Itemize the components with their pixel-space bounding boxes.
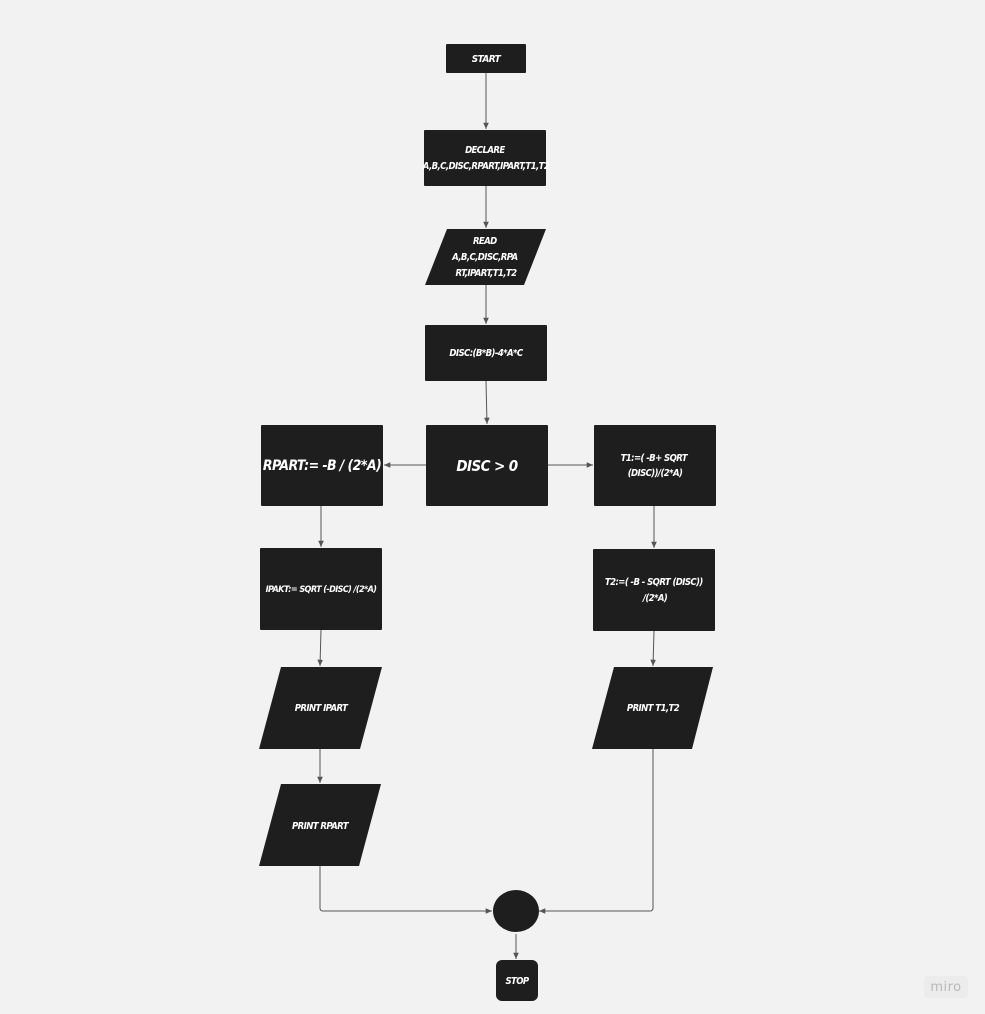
node-t1[interactable]: T1:=( -B+ SQRT (DISC))/(2*A) bbox=[594, 425, 716, 506]
node-start-line-1: START bbox=[472, 54, 502, 65]
edge-t2-printt1t2 bbox=[650, 630, 656, 667]
node-rpart[interactable]: RPART:= -B / (2*A) bbox=[261, 425, 383, 506]
edges bbox=[317, 73, 657, 959]
node-ipart-line-1: IPAKT:= SQRT (-DISC) /(2*A) bbox=[266, 585, 377, 595]
node-print-ipart[interactable]: PRINT IPART bbox=[259, 667, 382, 749]
miro-watermark-text: miro bbox=[930, 979, 962, 995]
node-t1-line-2: (DISC))/(2*A) bbox=[628, 468, 683, 479]
node-declare[interactable]: DECLARE A,B,C,DISC,RPART,IPART,T1,T2 bbox=[422, 130, 550, 186]
node-stop-line-1: STOP bbox=[505, 976, 529, 987]
node-read[interactable]: READ A,B,C,DISC,RPA RT,IPART,T1,T2 bbox=[425, 229, 546, 285]
node-t2-line-2: /(2*A) bbox=[642, 593, 668, 604]
svg-text:RPART:= -B / (2*A): RPART:= -B / (2*A) bbox=[263, 458, 381, 474]
svg-text:START: START bbox=[472, 54, 502, 65]
svg-text:IPAKT:= SQRT (-DISC) /(2*A): IPAKT:= SQRT (-DISC) /(2*A) bbox=[266, 585, 377, 595]
svg-text:PRINT T1,T2: PRINT T1,T2 bbox=[627, 703, 680, 714]
svg-text:DISC > 0: DISC > 0 bbox=[456, 457, 517, 475]
edge-printrpart-connector bbox=[319, 866, 492, 914]
node-declare-line-1: DECLARE bbox=[465, 145, 505, 156]
node-decision-line-1: DISC > 0 bbox=[456, 457, 517, 475]
node-t1-line-1: T1:=( -B+ SQRT bbox=[621, 453, 689, 464]
node-print-rpart[interactable]: PRINT RPART bbox=[259, 784, 381, 866]
node-print-t1t2-line-1: PRINT T1,T2 bbox=[627, 703, 680, 714]
node-t2[interactable]: T2:=( -B - SQRT (DISC)) /(2*A) bbox=[593, 549, 715, 631]
node-t2-line-1: T2:=( -B - SQRT (DISC)) bbox=[605, 577, 703, 588]
node-disc-calc-line-1: DISC:(B*B)-4*A*C bbox=[449, 348, 523, 359]
svg-text:PRINT RPART: PRINT RPART bbox=[292, 821, 350, 832]
edge-ipart-printipart bbox=[317, 629, 323, 667]
node-read-line-1: READ bbox=[473, 236, 497, 247]
svg-text:T2:=( -B - SQRT (DISC)): T2:=( -B - SQRT (DISC)) /(2*A) bbox=[605, 577, 705, 604]
svg-text:PRINT IPART: PRINT IPART bbox=[295, 703, 349, 714]
node-read-line-3: RT,IPART,T1,T2 bbox=[456, 268, 518, 279]
svg-text:T1:=( -B+ SQRT (DISC))/(: T1:=( -B+ SQRT (DISC))/(2*A) bbox=[621, 453, 690, 479]
svg-text:DISC:(B*B)-4*A*C: DISC:(B*B)-4*A*C bbox=[449, 348, 523, 359]
node-declare-line-2: A,B,C,DISC,RPART,IPART,T1,T2 bbox=[422, 161, 550, 172]
node-read-line-2: A,B,C,DISC,RPA bbox=[451, 252, 517, 263]
node-start[interactable]: START bbox=[446, 44, 526, 73]
node-rpart-line-1: RPART:= -B / (2*A) bbox=[263, 458, 381, 474]
node-ipart[interactable]: IPAKT:= SQRT (-DISC) /(2*A) bbox=[260, 548, 382, 630]
node-print-t1t2[interactable]: PRINT T1,T2 bbox=[592, 667, 713, 749]
miro-watermark: miro bbox=[924, 976, 968, 998]
edge-disc-decision bbox=[484, 380, 490, 425]
node-connector[interactable] bbox=[493, 890, 539, 932]
svg-text:DECLARE A,B,C,DISC,RPART: DECLARE A,B,C,DISC,RPART,IPART,T1,T2 bbox=[422, 145, 550, 172]
node-decision[interactable]: DISC > 0 bbox=[426, 425, 548, 506]
node-print-rpart-line-1: PRINT RPART bbox=[292, 821, 350, 832]
svg-text:STOP: STOP bbox=[505, 976, 529, 987]
node-stop[interactable]: STOP bbox=[496, 960, 538, 1001]
svg-text:READ A,B,C,DISC,RPA: READ A,B,C,DISC,RPA RT,IPART,T1,T2 bbox=[451, 236, 520, 279]
edge-printt1t2-connector bbox=[539, 749, 654, 914]
node-disc-calc[interactable]: DISC:(B*B)-4*A*C bbox=[425, 325, 547, 381]
node-print-ipart-line-1: PRINT IPART bbox=[295, 703, 349, 714]
